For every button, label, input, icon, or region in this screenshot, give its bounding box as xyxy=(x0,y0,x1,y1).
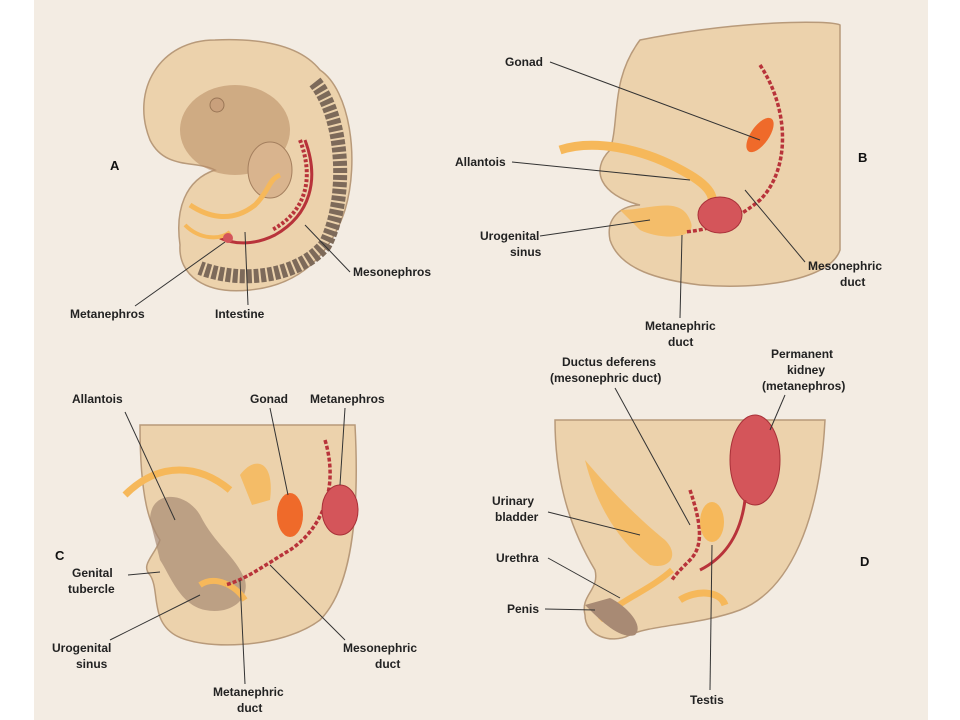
leader-bladder-d xyxy=(547,511,641,536)
panel-c-letter: C xyxy=(55,548,65,563)
label-ductus-d-1: Ductus deferens xyxy=(562,355,656,369)
label-metanephros-c: Metanephros xyxy=(310,392,385,406)
metanephros-b xyxy=(697,196,743,234)
ductus-deferens-d xyxy=(670,489,702,581)
label-metanephric-b-1: Metanephric xyxy=(645,319,716,333)
leader-kidney-d xyxy=(769,394,786,431)
leader-mesonephric-b xyxy=(744,189,806,263)
label-urogenital-c-2: sinus xyxy=(76,657,108,671)
leader-mesonephric-c xyxy=(269,564,346,641)
panel-d-letter: D xyxy=(860,554,869,569)
label-ductus-d-2: (mesonephric duct) xyxy=(550,371,661,385)
label-kidney-d-2: kidney xyxy=(787,363,825,377)
urinary-bladder-d xyxy=(585,460,673,566)
label-urogenital-b-2: sinus xyxy=(510,245,542,259)
label-allantois-c: Allantois xyxy=(72,392,123,406)
mesonephric-duct-c xyxy=(224,439,332,587)
leader-metanephric-b xyxy=(679,234,683,319)
urogenital-sinus-b xyxy=(620,205,692,237)
label-allantois-b: Allantois xyxy=(455,155,506,169)
mesonephros-tubules-a xyxy=(271,139,309,232)
panel-a-letter: A xyxy=(110,158,120,173)
panel-a: A Mesonephros Metanephros Intestine xyxy=(70,38,431,321)
leader-metanephros-c xyxy=(339,407,346,486)
mesonephros-c xyxy=(240,463,271,505)
scrotal-fold-d xyxy=(678,589,729,607)
label-mesonephric-b-1: Mesonephric xyxy=(808,259,882,273)
leader-urogenital-b xyxy=(539,219,651,237)
leader-testis-d xyxy=(709,544,713,691)
leader-intestine-a xyxy=(244,231,249,306)
urogenital-sinus-c xyxy=(198,578,248,602)
label-kidney-d-3: (metanephros) xyxy=(762,379,845,393)
intestine-a xyxy=(188,172,282,220)
label-penis-d: Penis xyxy=(507,602,539,616)
eye-placode xyxy=(209,97,225,113)
metanephros-c xyxy=(321,484,359,536)
panel-b: B Gonad Allantois Urogenital sinus Meson… xyxy=(455,21,882,349)
label-intestine-a: Intestine xyxy=(215,307,265,321)
leader-urethra-d xyxy=(547,557,621,599)
permanent-kidney-d xyxy=(729,414,781,506)
leader-gonad-b xyxy=(549,61,761,141)
label-metanephric-c-1: Metanephric xyxy=(213,685,284,699)
label-testis-d: Testis xyxy=(690,693,724,707)
leader-urogenital-c xyxy=(109,594,201,641)
label-mesonephric-c-2: duct xyxy=(375,657,400,671)
label-bladder-d-1: Urinary xyxy=(492,494,534,508)
testis-d xyxy=(700,502,724,542)
label-kidney-d-1: Permanent xyxy=(771,347,833,361)
leader-allantois-c xyxy=(124,411,176,521)
panel-b-letter: B xyxy=(858,150,867,165)
label-metanephric-b-2: duct xyxy=(668,335,693,349)
label-genital-c-2: tubercle xyxy=(68,582,115,596)
panel-c: C Allantois Gonad Metanephros Genital tu… xyxy=(52,392,417,715)
ureter-d xyxy=(699,499,747,572)
leader-allantois-b xyxy=(511,161,691,181)
leader-metanephros-a xyxy=(134,241,226,307)
label-metanephros-a: Metanephros xyxy=(70,307,145,321)
label-bladder-d-2: bladder xyxy=(495,510,539,524)
leader-ductus-d xyxy=(614,387,691,526)
label-mesonephric-c-1: Mesonephric xyxy=(343,641,417,655)
heart-bulge xyxy=(247,141,293,199)
leader-genital-c xyxy=(127,571,161,576)
label-genital-c-1: Genital xyxy=(72,566,113,580)
label-gonad-c: Gonad xyxy=(250,392,288,406)
leader-gonad-c xyxy=(269,407,289,496)
label-urogenital-b-1: Urogenital xyxy=(480,229,539,243)
label-urogenital-c-1: Urogenital xyxy=(52,641,111,655)
label-mesonephros-a: Mesonephros xyxy=(353,265,431,279)
penis-d xyxy=(585,598,638,636)
label-urethra-d: Urethra xyxy=(496,551,539,565)
leader-metanephric-c xyxy=(239,579,246,685)
label-gonad-b: Gonad xyxy=(505,55,543,69)
panel-d: D Ductus deferens (mesonephric duct) Per… xyxy=(492,347,869,707)
label-mesonephric-b-2: duct xyxy=(840,275,865,289)
gonad-b xyxy=(746,117,774,153)
mesonephric-duct-a xyxy=(219,139,314,245)
leader-mesonephros-a xyxy=(304,224,351,273)
label-metanephric-c-2: duct xyxy=(237,701,262,715)
leader-penis-d xyxy=(544,608,596,611)
metanephros-bud-a xyxy=(223,233,233,243)
gonad-c xyxy=(277,493,303,537)
allantois-c xyxy=(122,466,233,498)
